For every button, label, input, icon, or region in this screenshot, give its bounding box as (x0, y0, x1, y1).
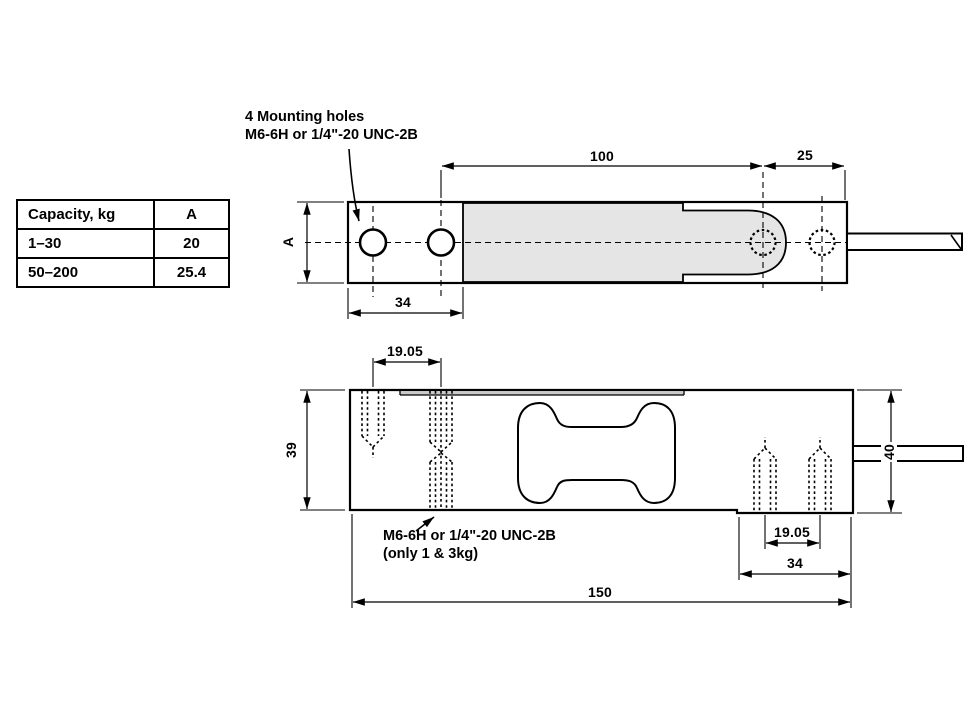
dim-label-34-bottom: 34 (787, 555, 803, 571)
hidden-thread-hole (808, 437, 832, 511)
dim-label-a: A (280, 236, 296, 248)
table-header-row: Capacity, kg A (16, 199, 230, 230)
mounting-holes-callout-line1: 4 Mounting holes (245, 109, 365, 125)
dogbone-cutout (517, 401, 676, 505)
dim-label-150: 150 (588, 584, 612, 600)
hidden-thread-hole (361, 391, 385, 458)
dim-label-19-05-left: 19.05 (386, 343, 424, 359)
side-view (297, 148, 963, 319)
hidden-hole (749, 228, 777, 257)
capacity-table: Capacity, kg A 1–30 20 50–200 25.4 (16, 199, 230, 288)
a-value-cell: 25.4 (153, 257, 230, 288)
header-a: A (153, 199, 230, 230)
mounting-hole (426, 228, 456, 257)
table-row: 1–30 20 (16, 228, 230, 259)
hidden-thread-hole (753, 437, 777, 511)
mounting-hole (358, 228, 388, 257)
dim-label-39: 39 (283, 442, 299, 458)
table-row: 50–200 25.4 (16, 257, 230, 288)
dim-label-34-top: 34 (395, 294, 411, 310)
capacity-range-cell: 50–200 (16, 257, 155, 288)
a-value-cell: 20 (153, 228, 230, 259)
cable (846, 232, 963, 251)
dim-label-25: 25 (797, 147, 813, 163)
mounting-holes-callout-line2: M6-6H or 1/4"-20 UNC-2B (245, 127, 418, 143)
thread-note-callout-line2: (only 1 & 3kg) (383, 546, 479, 562)
thread-note-callout: M6-6H or 1/4"-20 UNC-2B (only 1 & 3kg) (383, 527, 556, 563)
hidden-hole (808, 228, 836, 257)
thread-note-callout-line1: M6-6H or 1/4"-20 UNC-2B (383, 528, 556, 544)
header-capacity: Capacity, kg (16, 199, 155, 230)
dim-label-19-05-right: 19.05 (773, 524, 811, 540)
dim-label-100: 100 (590, 148, 614, 164)
dim-label-40: 40 (881, 442, 897, 462)
capacity-range-cell: 1–30 (16, 228, 155, 259)
cable (852, 445, 964, 462)
hidden-thread-hole (429, 391, 453, 509)
plan-view (300, 358, 964, 608)
mounting-holes-callout: 4 Mounting holes M6-6H or 1/4"-20 UNC-2B (245, 108, 418, 144)
